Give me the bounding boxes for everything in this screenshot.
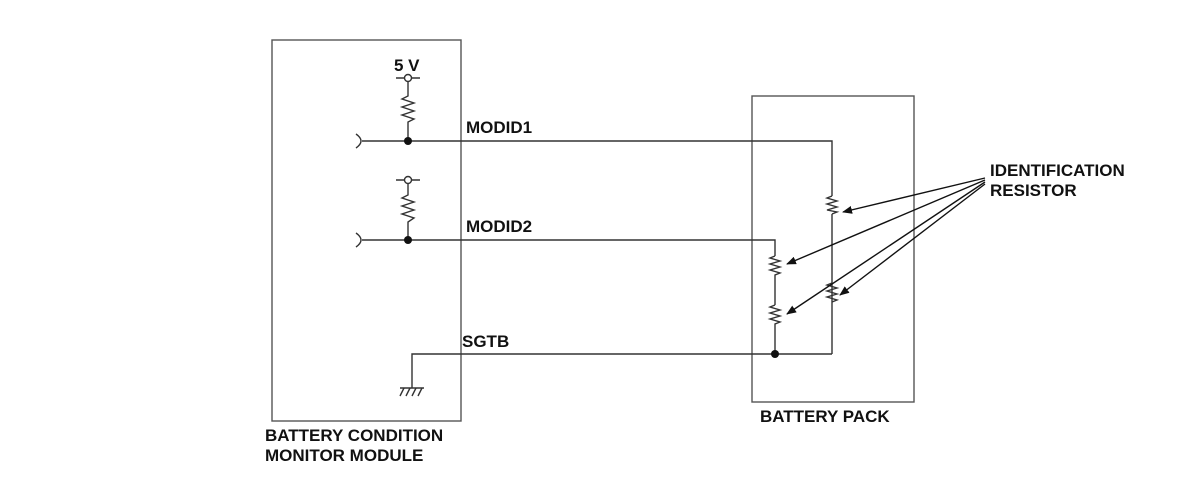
pull-up-resistor-2 (399, 192, 417, 240)
modid2-break-mark (355, 232, 362, 248)
modid1-break-mark (355, 133, 362, 149)
pull-up-resistor-1 (399, 92, 417, 141)
identification-resistor-callout-arrows (786, 177, 986, 315)
identification-resistor-modid2-upper (767, 255, 783, 305)
modid2-junction (404, 236, 412, 244)
identification-resistor-modid2-lower (767, 304, 783, 354)
modid1-wire (362, 140, 833, 354)
module-label-line2: MONITOR MODULE (265, 446, 423, 465)
identification-resistor-label-line2: RESISTOR (990, 181, 1077, 200)
identification-resistor-modid1 (824, 195, 840, 215)
monitor-module-box (271, 39, 462, 422)
sgtb-label: SGTB (462, 332, 509, 351)
supply-terminal-1 (396, 73, 420, 92)
supply-terminal-2 (396, 175, 420, 192)
modid1-label: MODID1 (466, 118, 532, 137)
modid1-junction (404, 137, 412, 145)
identification-resistor-label-line1: IDENTIFICATION (990, 161, 1125, 180)
battery-pack-label: BATTERY PACK (760, 407, 890, 426)
battery-pack-box (751, 95, 915, 403)
sgtb-junction (771, 350, 779, 358)
modid2-label: MODID2 (466, 217, 532, 236)
supply-voltage-label: 5 V (394, 56, 420, 75)
sgtb-wire (411, 353, 832, 388)
module-label-line1: BATTERY CONDITION (265, 426, 443, 445)
modid2-wire (362, 239, 776, 256)
ground-icon (399, 387, 424, 397)
